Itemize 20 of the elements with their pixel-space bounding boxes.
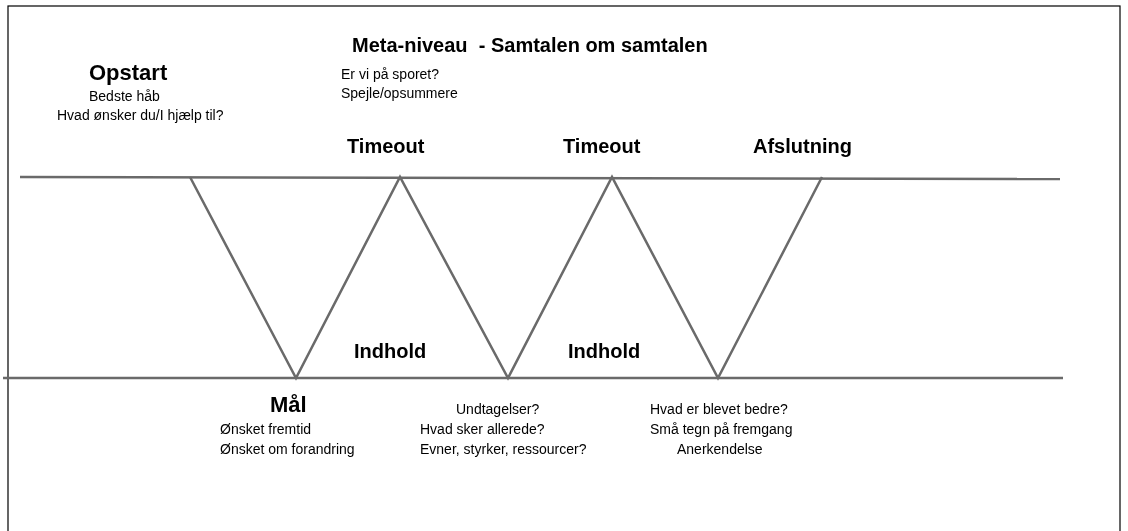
note: Ønsket fremtid — [220, 421, 312, 438]
note: Ønsket om forandring — [220, 441, 355, 458]
phase-label: Afslutning — [753, 135, 852, 158]
heading: Mål — [270, 392, 307, 418]
note: Bedste håb — [89, 88, 160, 105]
phase-label: Timeout — [563, 135, 641, 158]
note: Spejle/opsummere — [341, 85, 458, 102]
note: Små tegn på fremgang — [650, 421, 793, 438]
note: Undtagelser? — [456, 401, 540, 418]
note: Evner, styrker, ressourcer? — [420, 441, 587, 458]
heading: Meta-niveau - Samtalen om samtalen — [352, 34, 708, 57]
phase-label: Indhold — [568, 340, 641, 363]
phase-label: Indhold — [354, 340, 427, 363]
phase-label: Timeout — [347, 135, 425, 158]
note: Hvad er blevet bedre? — [650, 401, 788, 418]
heading: Opstart — [89, 60, 168, 86]
note: Anerkendelse — [677, 441, 763, 458]
note: Hvad ønsker du/I hjælp til? — [57, 107, 224, 124]
note: Hvad sker allerede? — [420, 421, 545, 438]
note: Er vi på sporet? — [341, 66, 440, 83]
